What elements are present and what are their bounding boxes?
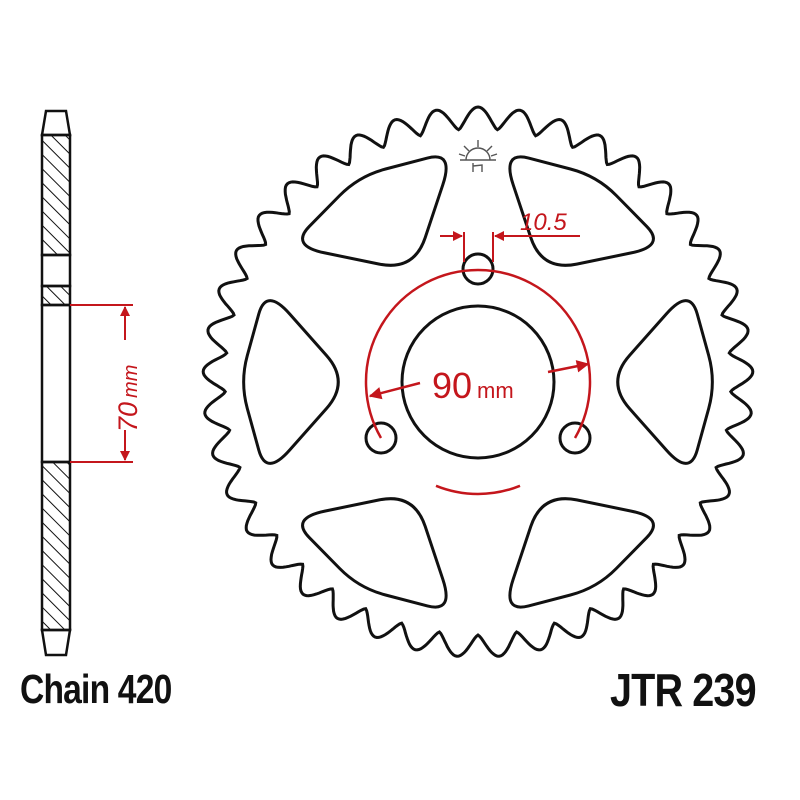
window-cutout <box>616 299 714 465</box>
side-profile-hub <box>40 303 72 464</box>
side-profile-top-tip <box>40 109 72 137</box>
sun-rising-logo-icon <box>458 140 498 172</box>
pcd-arc-bottom <box>435 484 521 496</box>
pcd-arc <box>364 268 592 439</box>
bolt-hole <box>558 421 592 455</box>
window-cutout <box>242 299 340 465</box>
bolt-hole <box>364 421 398 455</box>
side-profile-upper-gap <box>40 253 72 288</box>
side-profile-lower-hatch <box>40 460 72 632</box>
sprocket-windows <box>242 155 714 609</box>
part-number-label: JTR 239 <box>610 664 757 716</box>
hole-diameter-dimension <box>440 231 580 262</box>
window-cutout <box>508 155 655 267</box>
hub-thickness-dimension <box>70 304 133 463</box>
side-profile-bottom-tip <box>40 628 72 657</box>
window-cutout <box>301 497 448 609</box>
bolt-holes <box>364 252 592 455</box>
sprocket-outline <box>201 105 755 658</box>
side-profile-view <box>40 109 72 657</box>
center-bore <box>400 304 556 460</box>
hub-thickness-value: 70mm <box>113 365 143 432</box>
pcd-dimension-line <box>368 360 590 400</box>
bolt-hole <box>461 252 495 286</box>
window-cutout <box>508 497 655 609</box>
side-profile-upper-hatch <box>40 133 72 257</box>
window-cutout <box>301 155 448 267</box>
chain-size-label: Chain 420 <box>20 666 172 712</box>
hole-diameter-value: 10.5 <box>520 209 567 236</box>
side-profile-small-hatch <box>40 284 72 307</box>
